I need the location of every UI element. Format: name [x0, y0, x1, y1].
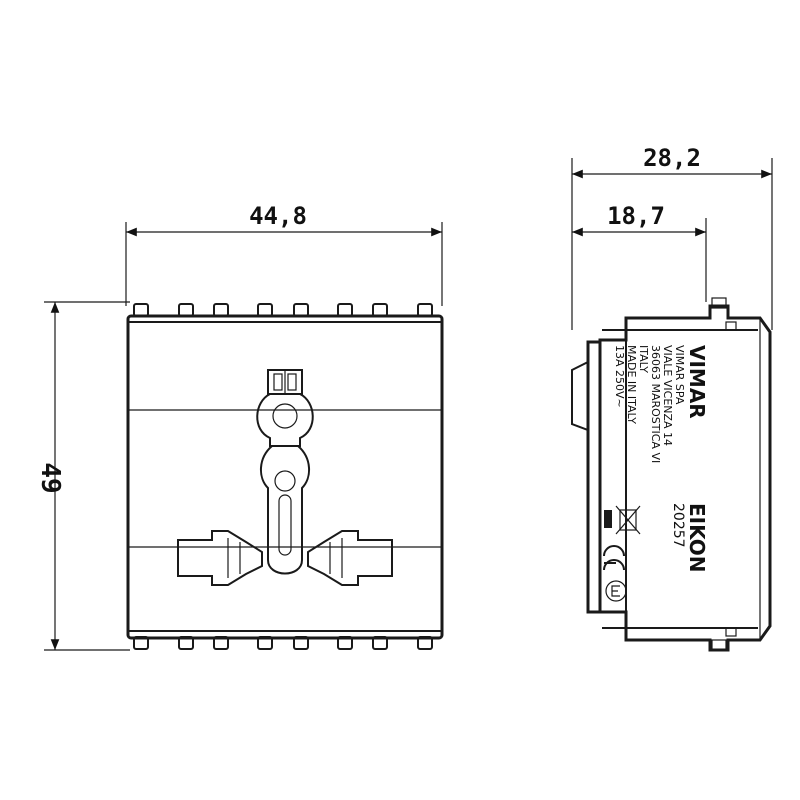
dimension-width-label: 44,8	[249, 202, 307, 230]
side-view: 28,2 18,7 VIMAR VIMAR	[571, 144, 773, 652]
top-clips	[133, 303, 433, 317]
socket-body	[126, 314, 444, 640]
dimension-depth-front: 18,7	[572, 202, 707, 302]
label-brand-top: VIMAR	[685, 345, 709, 419]
side-body	[571, 297, 772, 652]
imq-mark-icon	[605, 580, 627, 602]
label-rating: 13A 250V~	[613, 345, 626, 408]
front-view: 44,8 49	[35, 202, 444, 651]
dimension-width: 44,8	[125, 202, 443, 306]
weee-bin-icon	[604, 505, 641, 535]
label-code: 20257	[670, 503, 686, 548]
ce-mark-icon	[603, 545, 625, 571]
label-company-2: VIALE VICENZA 14	[661, 345, 674, 446]
dimension-height: 49	[35, 301, 130, 651]
dimension-depth-total: 28,2	[571, 144, 773, 330]
dimension-depth-front-label: 18,7	[607, 202, 665, 230]
dimension-depth-total-label: 28,2	[643, 144, 701, 172]
label-company-1: VIMAR SPA	[673, 345, 686, 405]
label-company-3: 36063 MAROSTICA VI	[649, 345, 662, 463]
label-company-4: ITALY	[637, 345, 650, 373]
socket-aperture	[177, 369, 393, 586]
dimension-height-label: 49	[35, 462, 65, 493]
label-series: EIKON	[685, 503, 709, 572]
label-made-in: MADE IN ITALY	[625, 345, 638, 424]
side-label: VIMAR VIMAR SPA VIALE VICENZA 14 36063 M…	[613, 345, 709, 572]
